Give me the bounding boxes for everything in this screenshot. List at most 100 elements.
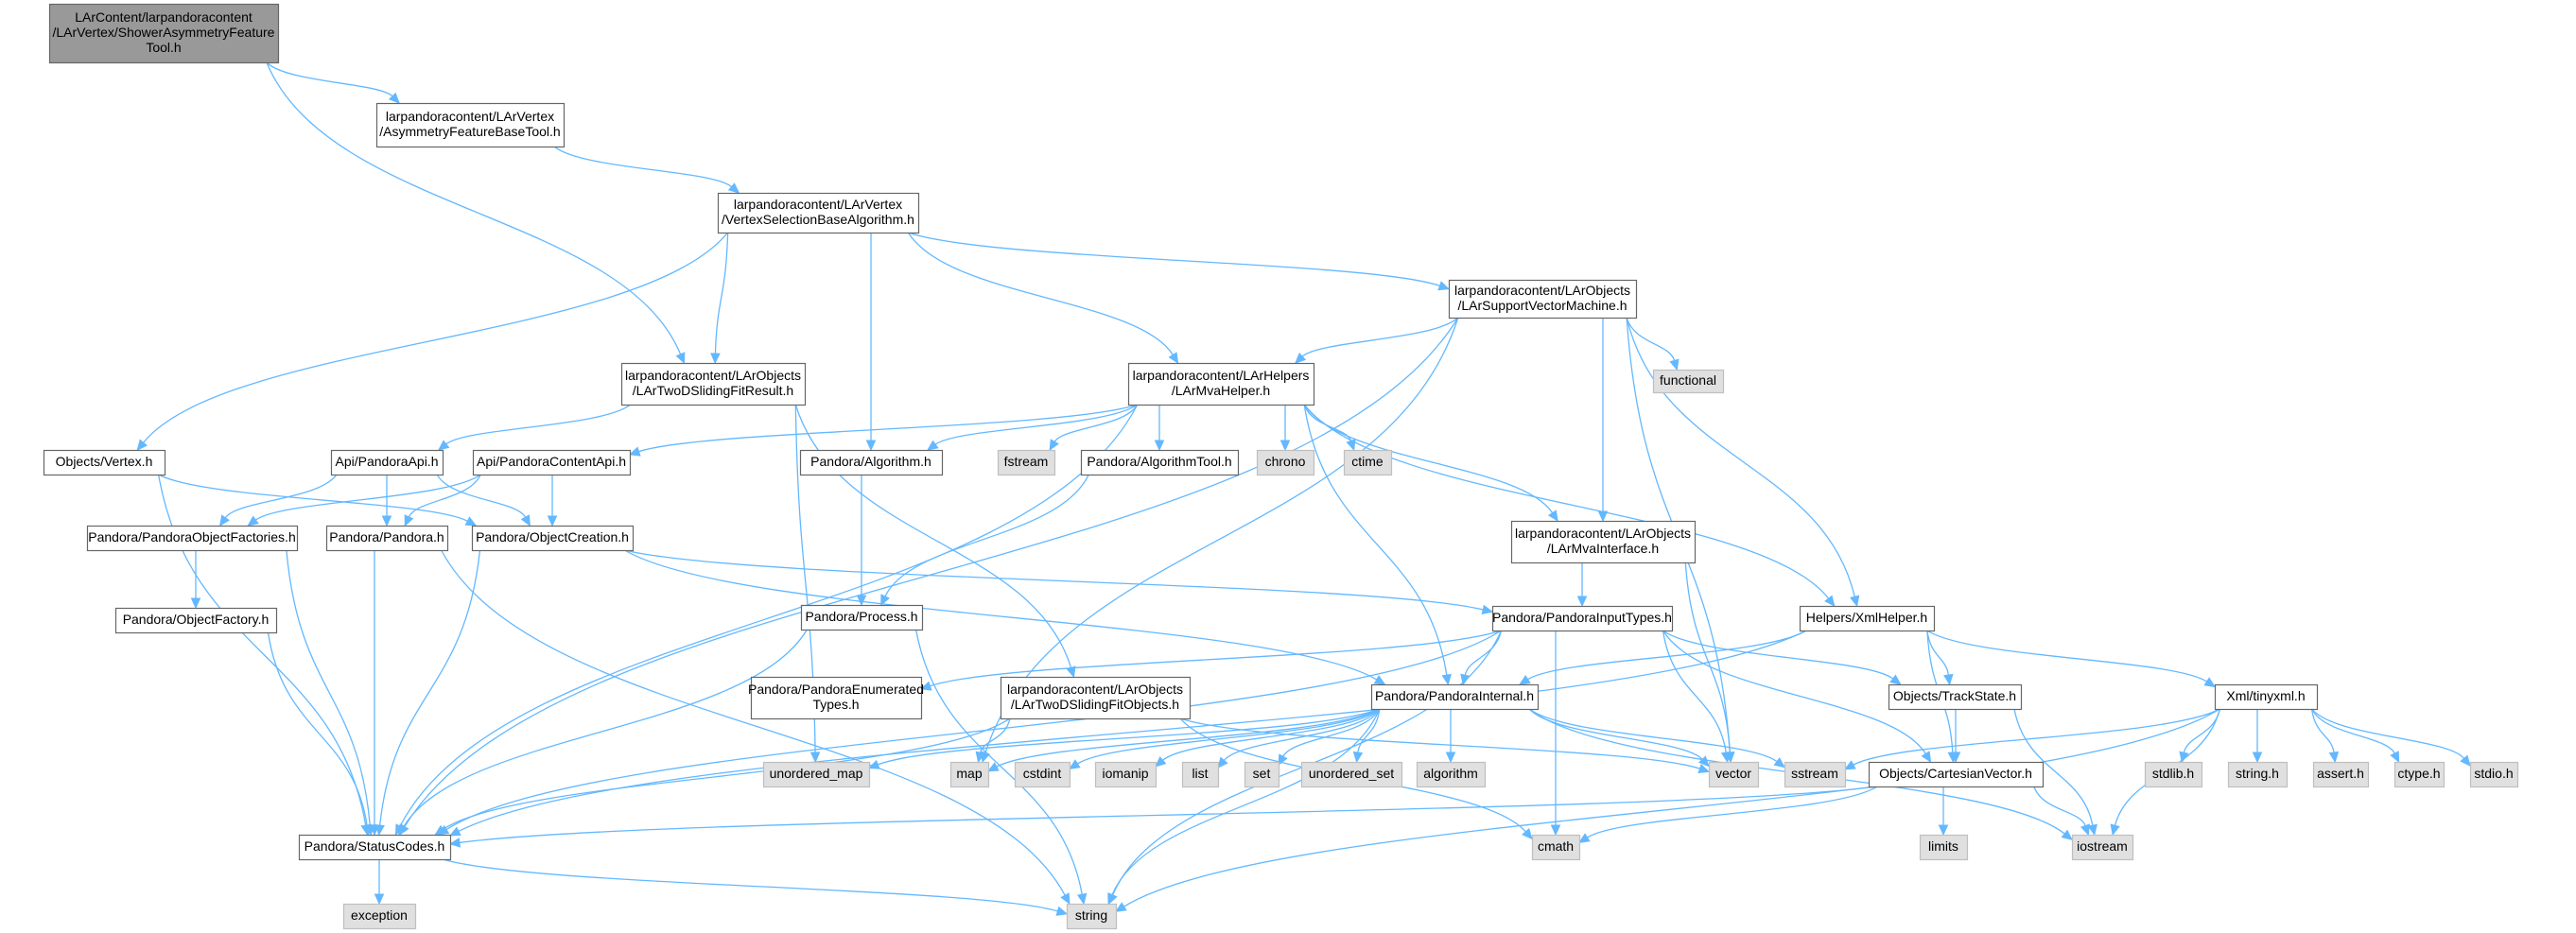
graph-node-algorithm[interactable]: Pandora/Algorithm.h	[799, 449, 944, 476]
node-label: /LArMvaHelper.h	[1172, 383, 1270, 398]
node-box	[750, 676, 923, 720]
graph-node-mvahelper[interactable]: larpandoracontent/LArHelpers/LArMvaHelpe…	[1127, 362, 1315, 406]
edge-vsba-to-vertex	[143, 232, 729, 443]
edge-inputtypes-to-trackstate	[1662, 630, 1894, 680]
node-box	[1127, 362, 1315, 406]
arrowhead-contentapi-to-objfactories	[247, 515, 259, 527]
arrowhead-cartvec-to-iostream	[2080, 823, 2090, 837]
arrowhead-algorithm-to-process	[856, 595, 867, 607]
node-box	[949, 761, 990, 788]
graph-node-twodsfr[interactable]: larpandoracontent/LArObjects/LArTwoDSlid…	[620, 362, 807, 406]
node-box	[1370, 683, 1540, 711]
edge-tinyxml-to-string	[1123, 708, 2220, 907]
graph-node-vsba[interactable]: larpandoracontent/LArVertex/VertexSelect…	[717, 192, 920, 234]
graph-node-assert: assert.h	[2312, 761, 2370, 788]
graph-node-svm[interactable]: larpandoracontent/LArObjects/LArSupportV…	[1448, 279, 1638, 320]
graph-node-pandoraapi[interactable]: Api/PandoraApi.h	[330, 449, 444, 476]
graph-node-pandora[interactable]: Pandora/Pandora.h	[325, 525, 449, 552]
edge-algtool-to-process	[884, 474, 1089, 597]
arrowhead-svm-to-xmlhelper	[1850, 595, 1860, 608]
arrowhead-internal-to-set	[1278, 753, 1288, 767]
node-box	[2393, 761, 2445, 788]
node-label: exception	[351, 907, 408, 923]
node-label: string.h	[2236, 766, 2279, 781]
graph-node-objfactories[interactable]: Pandora/PandoraObjectFactories.h	[86, 525, 299, 552]
node-box	[1256, 449, 1315, 476]
edge-mvahelper-to-statuscodes	[399, 404, 1139, 827]
arrowhead-contentapi-to-pandora	[404, 514, 414, 527]
node-label: Types.h	[812, 697, 859, 712]
arrowhead-svm-to-mvahelper	[1294, 352, 1307, 364]
node-box	[1491, 605, 1674, 632]
graph-node-vertex[interactable]: Objects/Vertex.h	[43, 449, 166, 476]
arrowhead-statuscodes-to-exception	[374, 893, 385, 906]
graph-node-tinyxml[interactable]: Xml/tinyxml.h	[2214, 683, 2319, 711]
arrowhead-xmlhelper-to-statuscodes	[448, 826, 461, 837]
arrowhead-tinyxml-to-stdio	[2460, 754, 2471, 767]
arrowhead-cartvec-to-statuscodes	[448, 838, 461, 848]
graph-node-statuscodes[interactable]: Pandora/StatusCodes.h	[298, 834, 452, 861]
edge-mvahelper-to-contentapi	[638, 404, 1139, 453]
graph-node-objfactory[interactable]: Pandora/ObjectFactory.h	[114, 607, 278, 634]
node-label: LArContent/larpandoracontent	[75, 9, 252, 25]
graph-node-contentapi[interactable]: Api/PandoraContentApi.h	[472, 449, 632, 476]
graph-node-unordered_set: unordered_set	[1300, 761, 1403, 788]
arrowhead-objcreation-to-inputtypes	[1481, 604, 1494, 614]
edge-cartvec-to-cmath	[1587, 786, 1878, 838]
graph-node-internal[interactable]: Pandora/PandoraInternal.h	[1370, 683, 1540, 711]
edge-objcreation-to-internal	[624, 549, 1378, 681]
graph-node-asymfbt[interactable]: larpandoracontent/LArVertex/AsymmetryFea…	[375, 102, 566, 148]
arrowhead-statuscodes-to-string	[1055, 906, 1069, 916]
graph-node-algtool[interactable]: Pandora/AlgorithmTool.h	[1080, 449, 1240, 476]
edge-svm-to-mvahelper	[1301, 317, 1459, 357]
node-box	[1448, 279, 1638, 320]
graph-node-cartvec[interactable]: Objects/CartesianVector.h	[1868, 761, 2045, 788]
edge-twodsfo-to-vector	[1179, 717, 1700, 769]
arrowhead-objcreation-to-internal	[1373, 675, 1386, 685]
edge-cartvec-to-statuscodes	[459, 786, 1878, 844]
arrowhead-twodsfo-to-statuscodes	[434, 824, 446, 836]
edge-mvahelper-to-internal	[1303, 404, 1448, 676]
arrowhead-vsba-to-twodsfr	[710, 353, 721, 365]
arrowhead-mvahelper-to-xmlhelper	[1824, 595, 1836, 607]
node-label: list	[1192, 766, 1208, 781]
arrowhead-algtool-to-process	[880, 594, 890, 607]
node-label: /LArSupportVectorMachine.h	[1458, 298, 1627, 313]
graph-node-xmlhelper[interactable]: Helpers/XmlHelper.h	[1799, 605, 1936, 632]
node-box	[1784, 761, 1847, 788]
arrowhead-inputtypes-to-vector	[1720, 751, 1732, 764]
edge-twodsfo-to-map	[979, 717, 1011, 753]
node-label: Pandora/PandoraEnumerated	[748, 682, 924, 697]
node-label: Objects/TrackState.h	[1893, 688, 2016, 703]
graph-node-list: list	[1181, 761, 1220, 788]
graph-node-fstream: fstream	[997, 449, 1056, 476]
graph-node-trackstate[interactable]: Objects/TrackState.h	[1888, 683, 2023, 711]
node-label: algorithm	[1423, 766, 1478, 781]
edge-tinyxml-to-stdio	[2311, 708, 2465, 759]
graph-node-objcreation[interactable]: Pandora/ObjectCreation.h	[471, 525, 635, 552]
node-box	[1531, 834, 1581, 861]
graph-node-twodsfo[interactable]: larpandoracontent/LArObjects/LArTwoDSlid…	[1000, 676, 1192, 720]
edge-objfactories-to-statuscodes	[286, 549, 371, 826]
node-box	[1014, 761, 1071, 788]
graph-node-process[interactable]: Pandora/Process.h	[800, 604, 924, 631]
node-box	[1868, 761, 2045, 788]
arrowhead-mvahelper-to-internal	[1441, 673, 1452, 686]
arrowhead-root-to-twodsfr	[675, 352, 686, 365]
arrowhead-twodsfr-to-unordered_map	[809, 752, 821, 764]
edge-internal-to-cstdint	[1077, 708, 1381, 765]
edge-xmlhelper-to-tinyxml	[1926, 630, 2207, 682]
arrowhead-trackstate-to-cartvec	[1950, 752, 1961, 764]
node-box	[2214, 683, 2319, 711]
graph-node-inputtypes[interactable]: Pandora/PandoraInputTypes.h	[1491, 605, 1674, 632]
edge-xmlhelper-to-trackstate	[1926, 630, 1950, 676]
node-label: cstdint	[1023, 766, 1062, 781]
graph-node-mvainterface[interactable]: larpandoracontent/LArObjects/LArMvaInter…	[1510, 520, 1697, 564]
node-label: larpandoracontent/LArVertex	[734, 197, 902, 212]
node-label: Pandora/ObjectFactory.h	[123, 612, 270, 627]
node-label: map	[956, 766, 982, 781]
arrowhead-inputtypes-to-cmath	[1550, 824, 1561, 837]
arrowhead-trackstate-to-iostream	[2087, 823, 2097, 837]
edge-xmlhelper-to-internal	[1527, 630, 1807, 681]
